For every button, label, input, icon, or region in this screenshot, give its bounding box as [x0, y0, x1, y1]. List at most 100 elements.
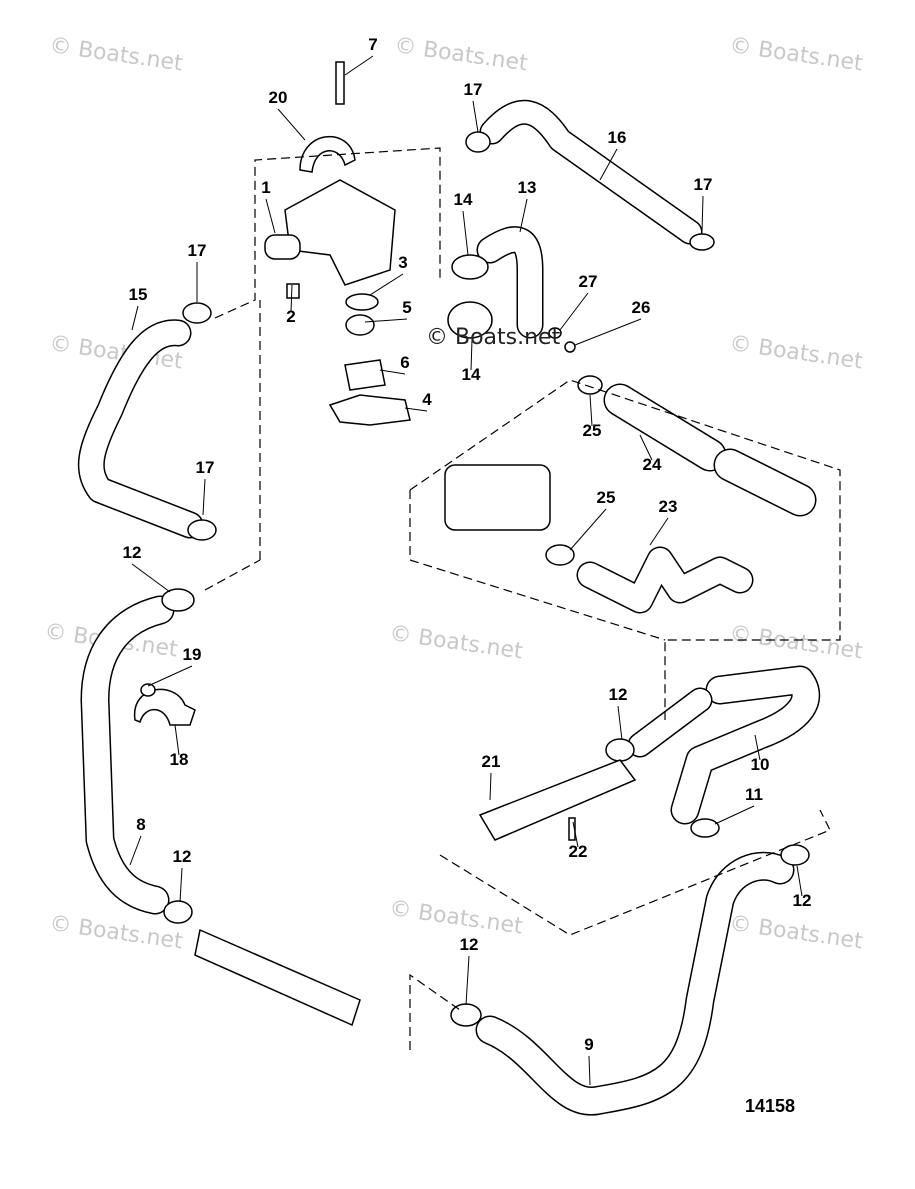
- callout-12: 12: [793, 891, 812, 910]
- leader-line: [489, 772, 492, 801]
- callout-12: 12: [609, 685, 628, 704]
- gasket-4: [328, 394, 411, 426]
- pipe-assembly: [194, 928, 361, 1027]
- callout-12: 12: [173, 847, 192, 866]
- leader-line: [569, 508, 607, 551]
- screw-2: [286, 283, 300, 299]
- watermark-text: © Boats.net: [728, 33, 865, 76]
- dashed-guide: [409, 973, 461, 1050]
- clamp-12a: [161, 588, 195, 612]
- nut-19: [140, 683, 156, 697]
- leader-line: [572, 821, 579, 848]
- clamp-25b: [545, 544, 575, 566]
- leader-line: [649, 517, 669, 546]
- hose-23: [578, 548, 752, 612]
- gasket-3: [345, 293, 379, 311]
- leader-line: [559, 292, 589, 331]
- dashed-guide: [214, 147, 441, 319]
- watermark-text: © Boats.net: [393, 33, 530, 76]
- hose-10: [672, 667, 819, 823]
- leader-line: [344, 55, 374, 76]
- watermark-text: © Boats.net: [728, 621, 865, 664]
- callout-14: 14: [462, 365, 481, 384]
- bracket-20: [299, 135, 356, 173]
- leader-line: [639, 434, 653, 461]
- callout-27: 27: [579, 272, 598, 291]
- watermark-text: © Boats.net: [388, 621, 525, 664]
- fitting-27: [548, 327, 562, 339]
- leader-line: [796, 865, 803, 897]
- leader-line: [179, 867, 183, 903]
- dashed-guide: [439, 809, 831, 936]
- leader-line: [470, 339, 473, 371]
- leader-line: [147, 665, 193, 687]
- leader-lines: [129, 55, 803, 1086]
- callout-15: 15: [129, 285, 148, 304]
- callout-5: 5: [402, 298, 411, 317]
- watermark-text: © Boats.net: [388, 896, 525, 939]
- clamp-12d: [780, 844, 810, 866]
- leader-line: [574, 318, 642, 346]
- callout-11: 11: [745, 785, 763, 804]
- leader-line: [519, 198, 528, 233]
- leader-line: [404, 407, 428, 412]
- dashed-guide: [409, 379, 841, 720]
- leader-line: [462, 210, 469, 256]
- leader-line: [174, 724, 180, 756]
- hose-24a: [605, 385, 725, 470]
- callout-20: 20: [269, 88, 288, 107]
- callout-24: 24: [643, 455, 662, 474]
- cooler-21: [478, 759, 637, 841]
- seal-6: [344, 359, 386, 391]
- hose-9: [477, 853, 793, 1115]
- leader-line: [131, 305, 139, 331]
- callout-14: 14: [454, 190, 473, 209]
- callout-19: 19: [183, 645, 202, 664]
- heat-exchanger: [444, 464, 551, 531]
- hose-24b: [715, 450, 815, 515]
- leader-line: [465, 955, 470, 1006]
- callout-8: 8: [136, 815, 145, 834]
- clamp-14a: [451, 254, 489, 280]
- outlet-1: [264, 234, 301, 260]
- screw-22: [568, 817, 576, 841]
- clamp-14b: [447, 301, 493, 339]
- clamp-11: [690, 818, 720, 838]
- thermostat-5: [345, 314, 375, 336]
- leader-line: [754, 734, 761, 761]
- callout-9: 9: [584, 1035, 593, 1054]
- callout-17: 17: [188, 241, 207, 260]
- leader-line: [714, 805, 755, 825]
- callout-25: 25: [597, 488, 616, 507]
- callout-25: 25: [583, 421, 602, 440]
- bolt-7: [335, 61, 345, 105]
- figure-number: 14158: [745, 1096, 795, 1116]
- clamp-17a: [465, 131, 491, 153]
- watermark-text: © Boats.net: [48, 911, 185, 954]
- leader-line: [202, 478, 206, 516]
- clamp-12b: [605, 738, 635, 762]
- clamp-25a: [577, 375, 603, 395]
- dashed-guide: [204, 559, 261, 591]
- leader-line: [701, 195, 704, 233]
- hoses-layer: [77, 99, 821, 1116]
- hose-13: [478, 227, 542, 337]
- callout-12: 12: [460, 935, 479, 954]
- plug-26: [564, 341, 576, 353]
- callout-7: 7: [368, 35, 377, 54]
- callout-23: 23: [659, 497, 678, 516]
- leader-line: [589, 394, 593, 427]
- parts-layer: [134, 61, 810, 1027]
- callout-26: 26: [632, 298, 651, 317]
- callout-2: 2: [286, 307, 295, 326]
- callout-1: 1: [261, 178, 270, 197]
- dashed-guides: [204, 147, 841, 1050]
- strap-18: [134, 688, 196, 726]
- watermark-text: © Boats.net: [728, 331, 865, 374]
- callout-10: 10: [751, 755, 770, 774]
- callout-3: 3: [398, 253, 407, 272]
- hose-10b: [629, 689, 711, 756]
